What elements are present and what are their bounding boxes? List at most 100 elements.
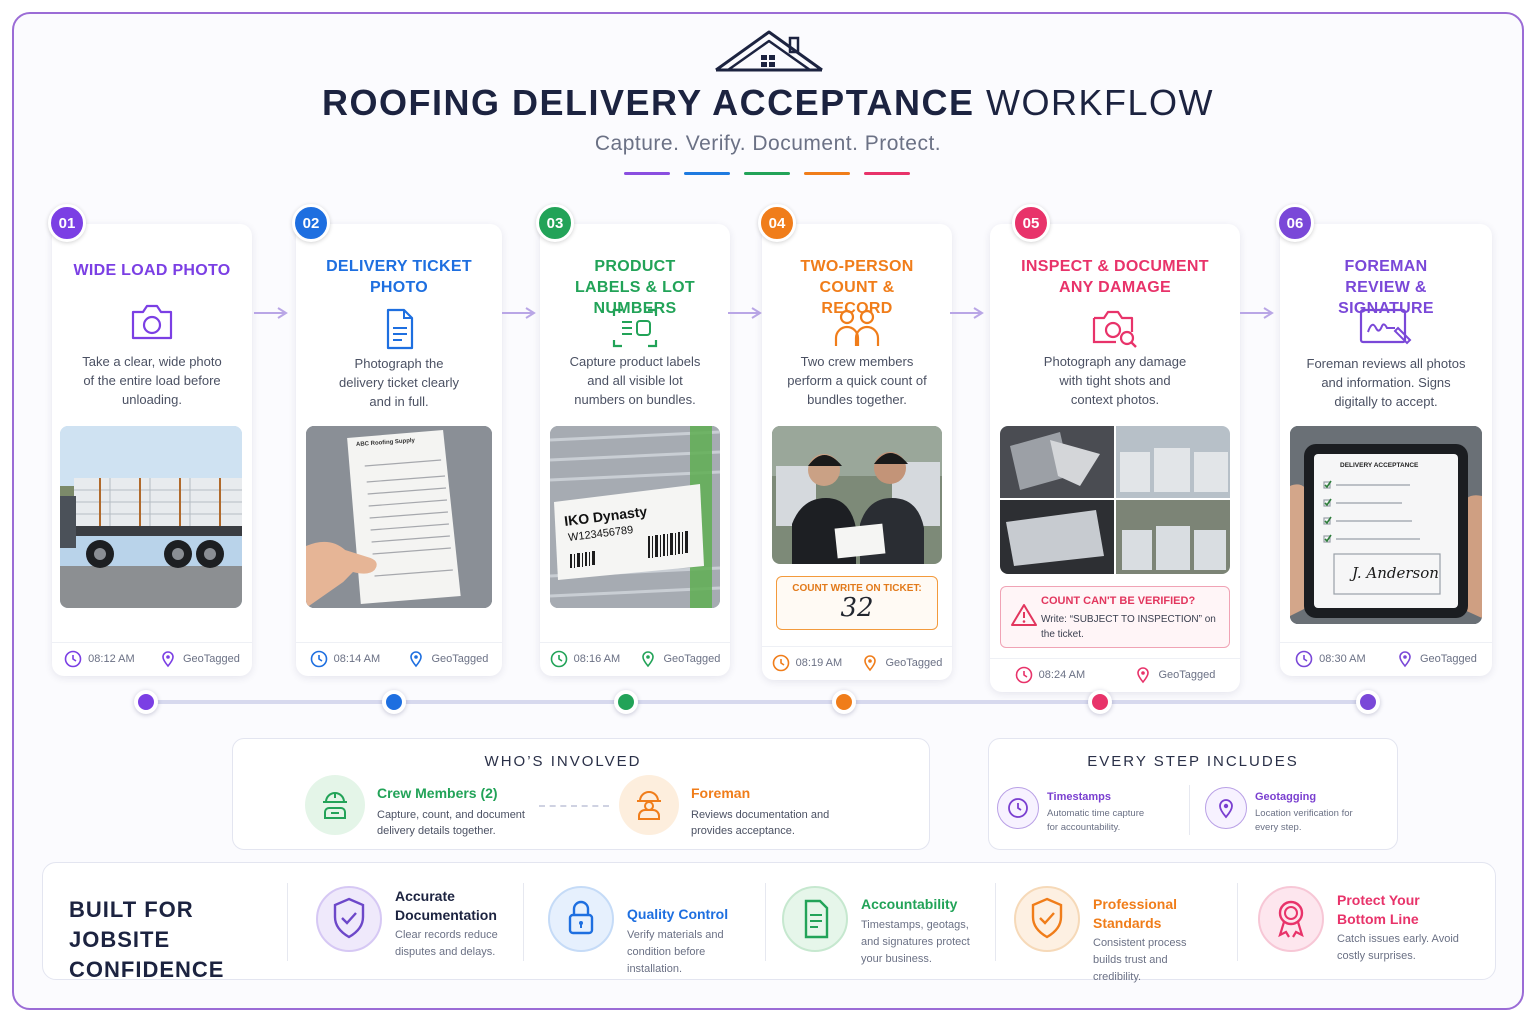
step-card-06: 06 FOREMAN REVIEW & SIGNATURE Foreman re… <box>1276 204 1492 676</box>
divider <box>765 883 766 961</box>
clock-icon <box>1015 666 1032 683</box>
crew-description: Capture, count, and document delivery de… <box>377 809 525 837</box>
step-geo: GeoTagged <box>663 652 721 665</box>
delivery-ticket-photo: ABC Roofing Supply <box>306 426 492 608</box>
clock-icon <box>310 650 327 667</box>
panel-title: EVERY STEP INCLUDES <box>1087 753 1299 770</box>
step-card-04: 04 TWO-PERSON COUNT & RECORD Two crew me… <box>758 204 952 680</box>
crew-members-item: Crew Members (2) Capture, count, and doc… <box>305 775 585 839</box>
step-time: 08:19 AM <box>795 656 843 669</box>
clock-icon <box>550 650 567 667</box>
step-title: TWO-PERSON COUNT & RECORD <box>800 258 914 317</box>
camera-icon <box>131 304 173 340</box>
page-subtitle: Capture. Verify. Document. Protect. <box>594 132 942 155</box>
geotagging-item: Geotagging Location verification for eve… <box>1205 787 1395 837</box>
crew-name: Crew Members (2) <box>377 785 498 801</box>
two-people-icon <box>834 309 880 346</box>
divider <box>1189 785 1190 835</box>
benefit-professional-standards: Professional Standards Consistent proces… <box>1013 877 1233 983</box>
step-geo: GeoTagged <box>885 656 943 669</box>
benefit-title: Accurate Documentation <box>395 888 497 923</box>
clock-icon <box>1295 650 1313 667</box>
timeline-dot-06 <box>1356 690 1380 714</box>
benefit-protect-bottom-line: Protect Your Bottom Line Catch issues ea… <box>1257 877 1477 969</box>
timeline-line <box>146 700 1368 704</box>
shield-check-icon <box>1014 886 1080 952</box>
warning-box: COUNT CAN'T BE VERIFIED? Write: “SUBJECT… <box>1000 586 1230 648</box>
location-pin-icon <box>410 650 423 667</box>
product-label-photo: IKO Dynasty W123456789 <box>550 426 720 608</box>
step-title: WIDE LOAD PHOTO <box>73 262 231 279</box>
label-scan-icon <box>612 308 658 348</box>
document-icon <box>386 308 414 350</box>
benefit-description: Clear records reduce disputes and delays… <box>395 929 498 958</box>
step-time: 08:16 AM <box>573 652 621 665</box>
divider <box>523 883 524 961</box>
timeline-dot-03 <box>614 690 638 714</box>
benefit-description: Consistent process builds trust and cred… <box>1093 937 1187 983</box>
arrow-right-icon <box>1240 307 1274 319</box>
house-logo-icon <box>715 30 823 72</box>
document-icon <box>782 886 848 952</box>
timeline-dot-04 <box>832 690 856 714</box>
foreman-helmet-icon <box>637 791 661 820</box>
step-card-05: 05 INSPECT & DOCUMENT ANY DAMAGE Photogr… <box>990 204 1240 692</box>
benefit-accurate-documentation: Accurate Documentation Clear records red… <box>315 877 515 969</box>
benefit-accountability: Accountability Timestamps, geotags, and … <box>781 877 1001 969</box>
location-pin-icon <box>1399 650 1411 667</box>
timeline-dot-02 <box>382 690 406 714</box>
jobsite-confidence-banner: BUILT FOR JOBSITE CONFIDENCE Accurate Do… <box>42 862 1496 983</box>
dashed-connector <box>539 805 609 807</box>
warning-text: Write: “SUBJECT TO INSPECTION” on the ti… <box>1041 614 1216 640</box>
arrow-right-icon <box>502 307 536 319</box>
award-icon <box>1258 886 1324 952</box>
lock-icon <box>548 886 614 952</box>
step-geo: GeoTagged <box>182 652 240 665</box>
panel-title: WHO’S INVOLVED <box>484 753 642 770</box>
step-badge: 02 <box>292 204 330 242</box>
step-badge: 05 <box>1012 204 1050 242</box>
step-description: Take a clear, wide photo of the entire l… <box>82 354 222 407</box>
step-badge: 03 <box>536 204 574 242</box>
tablet-signature: J. Anderson <box>1352 564 1439 582</box>
benefit-quality-control: Quality Control Verify materials and con… <box>547 877 757 975</box>
benefit-title: Accountability <box>861 896 958 912</box>
step-geo: GeoTagged <box>431 652 489 665</box>
count-label: COUNT WRITE ON TICKET: <box>792 583 922 594</box>
clock-icon <box>772 654 789 671</box>
step-description: Photograph any damage with tight shots a… <box>1043 354 1187 407</box>
shield-check-icon <box>316 886 382 952</box>
location-pin-icon <box>1137 666 1150 683</box>
foreman-name: Foreman <box>691 785 751 801</box>
arrow-right-icon <box>950 307 984 319</box>
divider <box>287 883 288 961</box>
step-badge: 01 <box>48 204 86 242</box>
step-description: Capture product labels and all visible l… <box>569 354 701 407</box>
step-meta: 08:30 AM GeoTagged <box>1280 642 1492 667</box>
tablet-signature-photo: DELIVERY ACCEPTANCE J. Anderson <box>1290 426 1482 624</box>
step-time: 08:14 AM <box>333 652 381 665</box>
truck-load-photo <box>60 426 242 608</box>
signature-icon <box>1359 308 1412 345</box>
geotagging-name: Geotagging <box>1255 791 1317 803</box>
step-badge: 06 <box>1276 204 1314 242</box>
camera-search-icon <box>1092 310 1137 348</box>
step-meta: 08:16 AM GeoTagged <box>540 642 730 667</box>
location-pin-icon <box>642 650 655 667</box>
divider <box>995 883 996 961</box>
clock-icon <box>64 650 82 667</box>
damage-photo-grid <box>1000 426 1230 574</box>
geotagging-description: Location verification for every step. <box>1255 808 1353 833</box>
arrow-right-icon <box>254 307 288 319</box>
benefit-description: Verify materials and condition before in… <box>627 929 724 975</box>
step-description: Foreman reviews all photos and informati… <box>1306 356 1466 409</box>
tablet-header: DELIVERY ACCEPTANCE <box>1340 462 1419 469</box>
step-meta: 08:19 AM GeoTagged <box>762 646 952 671</box>
color-dashes <box>624 172 910 175</box>
step-title: FOREMAN REVIEW & SIGNATURE <box>1338 258 1434 317</box>
timeline-dot-05 <box>1088 690 1112 714</box>
warning-label: COUNT CAN'T BE VERIFIED? <box>1041 595 1196 607</box>
benefit-description: Timestamps, geotags, and signatures prot… <box>861 919 970 965</box>
step-geo: GeoTagged <box>1158 668 1216 681</box>
count-box: COUNT WRITE ON TICKET: 32 <box>776 576 938 630</box>
